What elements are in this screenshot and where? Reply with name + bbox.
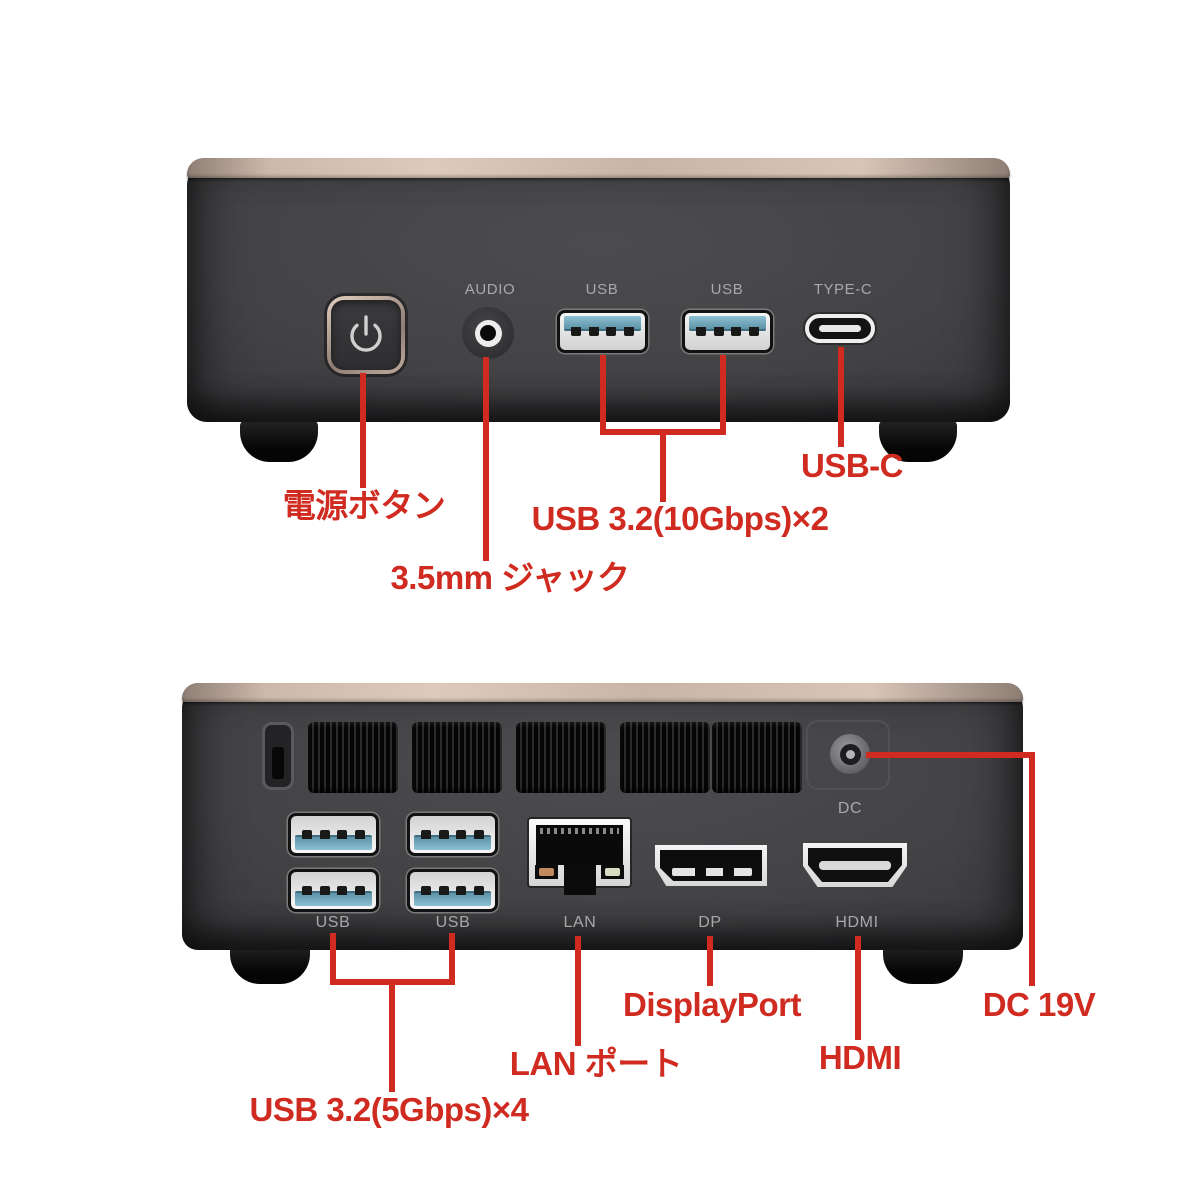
callout-line-lan: [575, 936, 581, 1046]
annotation-usb-c: USB-C: [801, 447, 904, 484]
audio-jack-hole: [480, 325, 496, 341]
front-copper-trim: [187, 158, 1010, 178]
annotation-usb-5gbps: USB 3.2(5Gbps)×4: [249, 1091, 529, 1128]
vent-grille-3: [516, 722, 606, 793]
annotation-lan-port: LAN ポート: [509, 1045, 683, 1082]
front-foot-left: [240, 420, 318, 462]
rear-label-lan: LAN: [563, 914, 597, 931]
callout-line-usb-left: [600, 355, 606, 435]
lan-led-left: [535, 865, 558, 879]
annotation-displayport: DisplayPort: [623, 986, 801, 1023]
callout-stem-rear-usb: [389, 979, 395, 1092]
front-usb-port-2: [682, 310, 773, 353]
usb-c-tongue: [819, 325, 861, 332]
audio-jack: [462, 307, 514, 359]
hdmi-tongue: [818, 860, 892, 871]
front-usb-port-1: [557, 310, 648, 353]
callout-line-audio: [483, 357, 489, 561]
rear-usb-port-3: [288, 869, 379, 912]
front-label-usb-right: USB: [710, 281, 744, 298]
vent-grille-5: [712, 722, 802, 793]
lan-led-right: [601, 865, 624, 879]
rear-usb-port-4: [407, 869, 498, 912]
usb-pins: [696, 327, 759, 336]
vent-grille-2: [412, 722, 502, 793]
front-label-type-c: TYPE-C: [813, 281, 873, 298]
annotation-35mm-jack: 3.5mm ジャック: [390, 559, 630, 596]
annotation-hdmi: HDMI: [818, 1039, 902, 1076]
displayport-contact: [672, 868, 752, 877]
rear-usb-port-1: [288, 813, 379, 856]
usb-tongue: [564, 316, 641, 331]
displayport-notch: [723, 865, 735, 877]
rear-foot-right: [883, 944, 963, 984]
rear-usb-port-2: [407, 813, 498, 856]
dc-jack: [830, 734, 870, 774]
lan-contact-pins: [540, 828, 619, 834]
usb-pins: [571, 327, 634, 336]
annotation-usb-10gbps: USB 3.2(10Gbps)×2: [531, 500, 829, 537]
annotation-dc-19v: DC 19V: [982, 986, 1096, 1023]
usb-pins: [421, 830, 484, 839]
vent-grille-1: [308, 722, 398, 793]
displayport-port: [655, 845, 767, 886]
power-button-face: [331, 300, 401, 370]
displayport-opening: [660, 850, 762, 881]
front-label-audio: AUDIO: [464, 281, 516, 298]
front-label-usb-left: USB: [585, 281, 619, 298]
kensington-slot-opening: [272, 747, 284, 779]
callout-line-usb-right: [720, 355, 726, 435]
usb-pins: [302, 886, 365, 895]
rear-label-dp: DP: [698, 914, 722, 931]
kensington-lock-slot: [262, 722, 294, 790]
callout-line-rear-usb-left: [330, 933, 336, 985]
rear-label-usb-left: USB: [315, 914, 351, 931]
audio-jack-ring: [474, 319, 502, 347]
displayport-notch: [694, 865, 706, 877]
callout-stem-usb: [660, 429, 666, 502]
callout-line-usbc: [838, 347, 844, 447]
annotation-power-button: 電源ボタン: [282, 487, 446, 524]
power-button: [327, 296, 405, 374]
dc-jack-pin: [845, 749, 855, 759]
lan-port-opening: [536, 825, 623, 865]
callout-line-hdmi: [855, 936, 861, 1040]
dc-jack-barrel: [839, 743, 861, 765]
lan-port: [527, 817, 632, 895]
front-foot-right: [879, 420, 957, 462]
usb-pins: [302, 830, 365, 839]
rear-label-hdmi: HDMI: [835, 914, 879, 931]
usb-c-port: [805, 314, 875, 343]
hdmi-port: [803, 843, 907, 887]
callout-line-dp: [707, 936, 713, 986]
usb-tongue: [689, 316, 766, 331]
rear-foot-left: [230, 944, 310, 984]
vent-grille-4: [620, 722, 710, 793]
rear-label-usb-right: USB: [435, 914, 471, 931]
rear-label-dc: DC: [837, 800, 863, 817]
callout-line-power: [360, 373, 366, 488]
callout-line-dc-vertical: [1029, 752, 1035, 986]
power-icon: [343, 309, 389, 362]
lan-clip-slot: [563, 865, 596, 895]
rear-copper-trim: [182, 683, 1023, 702]
usb-pins: [421, 886, 484, 895]
front-chassis: [187, 158, 1010, 422]
callout-line-dc-horizontal: [866, 752, 1035, 758]
callout-line-rear-usb-right: [449, 933, 455, 985]
